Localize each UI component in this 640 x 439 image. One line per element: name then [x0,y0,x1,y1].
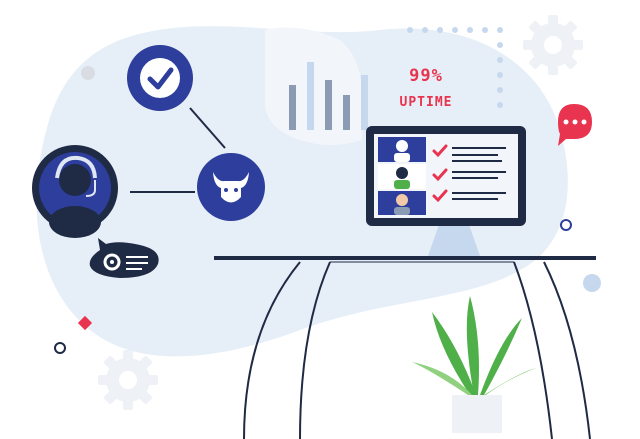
gear-icon-bottom [98,350,158,410]
chart-bar [307,62,314,130]
checklist [432,144,448,203]
chat-bubble-icon [558,104,592,146]
decor-ring-right [560,219,572,231]
plant-icon [412,296,536,433]
chart-bar [289,85,296,130]
decor-dot-blue [583,274,601,292]
uptime-label: UPTIME [400,95,453,110]
support-agent-icon [32,145,118,238]
decor-dot-grey [81,66,95,80]
chart-bar [361,75,368,130]
chart-bar [343,95,350,130]
desk [214,256,596,439]
gear-icon [523,15,583,75]
analytics-card [265,27,368,146]
gear-chat-bubble-icon [89,238,159,278]
laptop-icon [366,126,526,256]
connector-check-to-bull [189,107,226,149]
decor-ring-left [54,342,66,354]
decor-diamond-red [77,315,93,331]
uptime-value: 99% [409,66,443,86]
checklist-lines [452,147,506,200]
chart-bar [325,80,332,130]
dotted-line-decoration [407,27,503,108]
bull-logo-icon [197,153,265,221]
check-circle-icon [127,45,193,111]
